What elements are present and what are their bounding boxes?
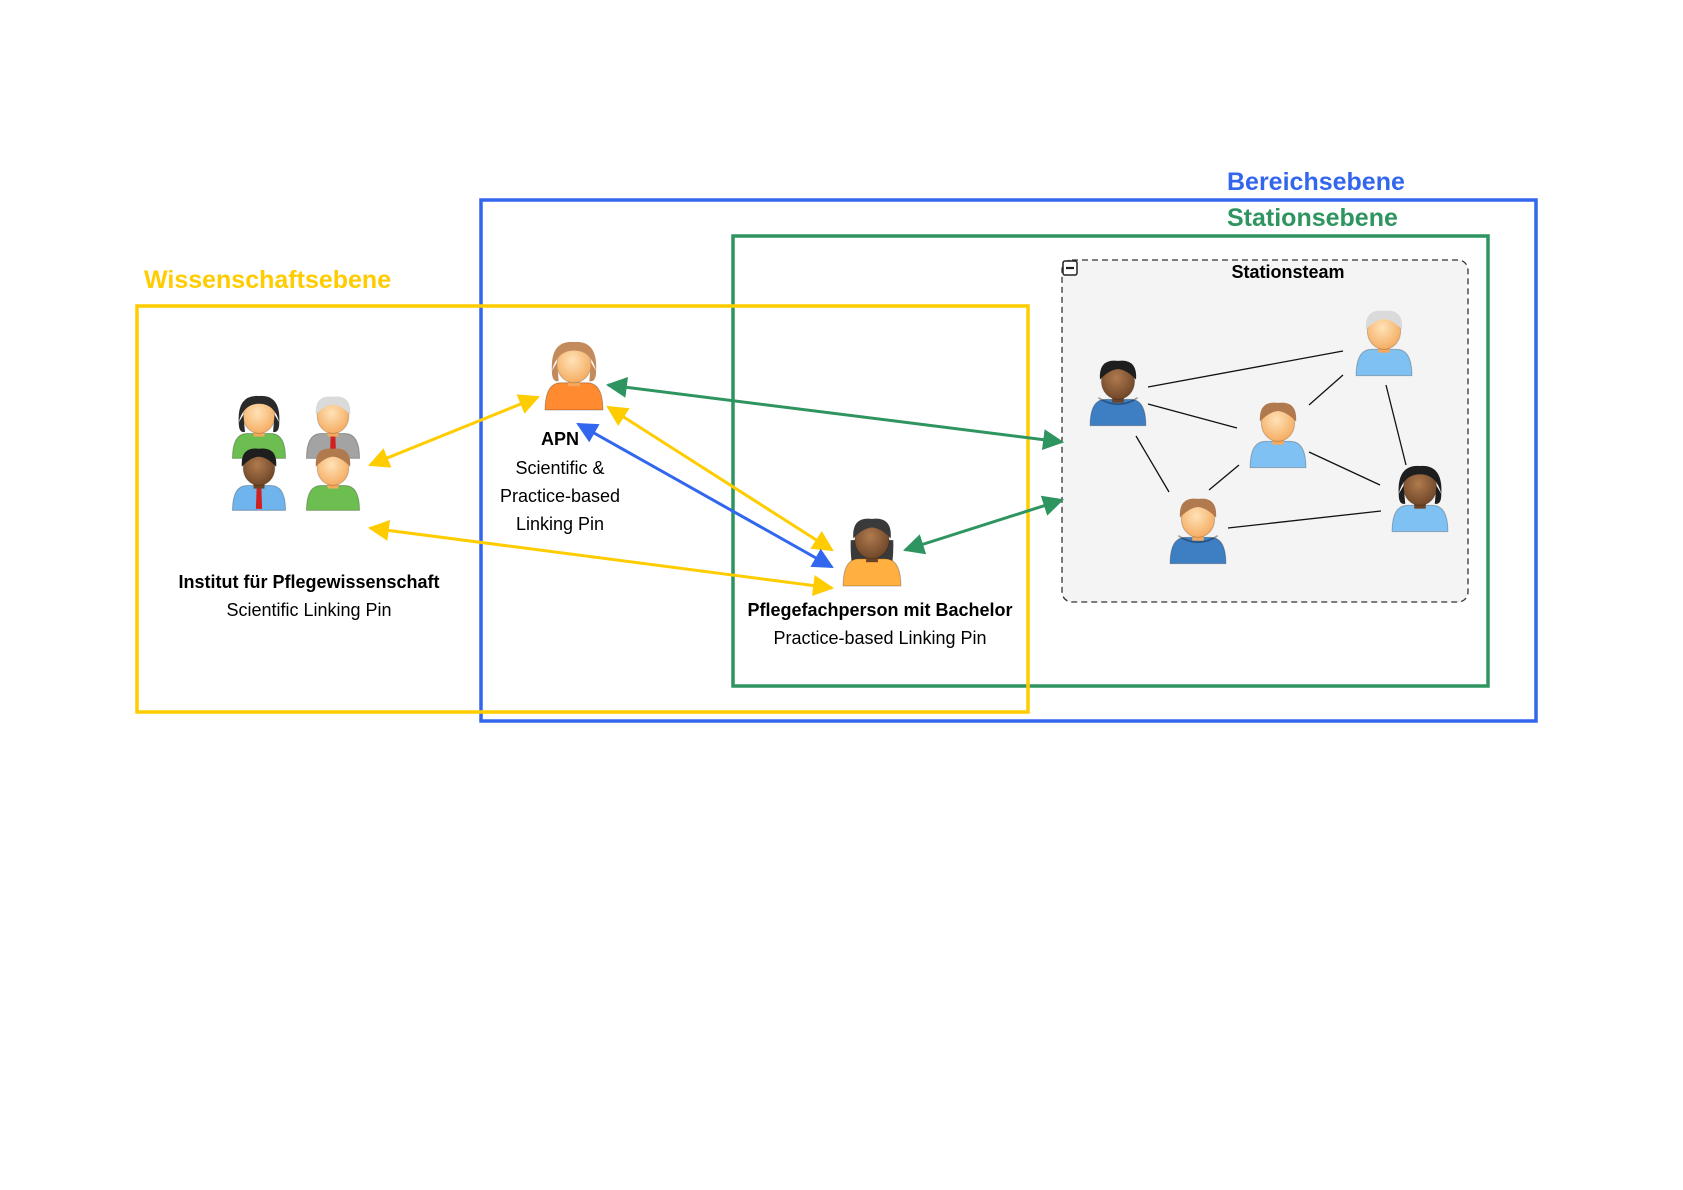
person-institut-3-icon — [231, 448, 287, 511]
wissenschaftsebene-label: Wissenschaftsebene — [144, 266, 392, 294]
arrow-apn-pflegefachperson-yellow — [606, 405, 834, 552]
arrow-institut-apn — [368, 394, 540, 468]
person-institut-1-icon — [231, 395, 287, 459]
minus-box-icon[interactable] — [1062, 260, 1078, 276]
stationsebene-label: Stationsebene — [1227, 204, 1398, 232]
pflegefachperson-name: Pflegefachperson mit Bachelor — [747, 600, 1013, 620]
arrows — [367, 376, 1065, 596]
team-connections — [1135, 350, 1407, 529]
institut-role: Scientific Linking Pin — [226, 600, 392, 620]
team-member-3-icon — [1249, 402, 1307, 469]
arrow-apn-stationsteam — [605, 376, 1065, 451]
team-member-4-icon — [1391, 465, 1449, 533]
pflegefachperson-role: Practice-based Linking Pin — [773, 628, 987, 648]
institut-name: Institut für Pflegewissenschaft — [178, 572, 440, 592]
arrow-pflegefachperson-stationsteam — [902, 495, 1065, 555]
stationsteam-title: Stationsteam — [1231, 262, 1345, 282]
apn-name: APN — [540, 429, 580, 449]
person-apn-icon — [544, 341, 604, 411]
apn-role-line3: Linking Pin — [515, 514, 605, 534]
team-member-5-icon — [1169, 498, 1227, 565]
person-institut-4-icon — [305, 448, 361, 511]
person-pflegefachperson-icon — [842, 518, 902, 587]
team-member-1-icon — [1089, 360, 1147, 427]
apn-role-line2: Practice-based — [499, 486, 621, 506]
apn-role-line1: Scientific & — [515, 458, 605, 478]
bereichsebene-label: Bereichsebene — [1227, 168, 1405, 196]
team-member-2-icon — [1355, 310, 1413, 377]
